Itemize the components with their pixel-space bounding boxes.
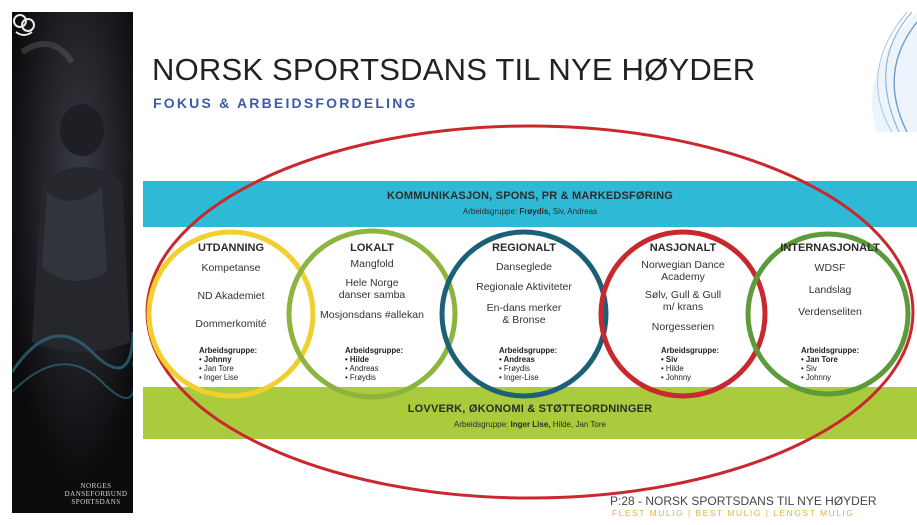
column-item: Danseglede: [495, 261, 553, 273]
group-member: Inger Lise: [199, 373, 257, 382]
page-subtitle: FOKUS & ARBEIDSFORDELING: [153, 95, 418, 111]
work-group-utdanning: Arbeidsgruppe: Johnny Jan Tore Inger Lis…: [199, 346, 257, 382]
communication-band: KOMMUNIKASJON, SPONS, PR & MARKEDSFØRING…: [143, 181, 917, 227]
work-group-internasjonalt: Arbeidsgruppe: Jan Tore Siv Johnny: [801, 346, 859, 382]
column-item: Sølv, Gull & Gull m/ krans: [644, 289, 722, 313]
column-lokalt: LOKALT Mangfold Hele Norge danser samba …: [307, 242, 437, 321]
column-nasjonalt: NASJONALT Norwegian Dance Academy Sølv, …: [618, 242, 748, 333]
logo-line-1: NORGES: [80, 482, 112, 490]
column-heading: INTERNASJONALT: [780, 242, 880, 254]
column-heading: REGIONALT: [492, 242, 556, 254]
column-item: Kompetanse: [201, 262, 261, 274]
column-item: Regionale Aktiviteter: [476, 281, 572, 293]
group-member: Siv: [661, 355, 719, 364]
column-item: Norwegian Dance Academy: [641, 259, 725, 283]
legal-economy-band: LOVVERK, ØKONOMI & STØTTEORDNINGER Arbei…: [143, 387, 917, 439]
column-heading: UTDANNING: [198, 242, 264, 254]
column-item: En-dans merker & Bronse: [486, 302, 562, 326]
group-label: Arbeidsgruppe:: [661, 346, 720, 355]
group-label: Arbeidsgruppe:: [499, 346, 558, 355]
page-footer: P:28 - NORSK SPORTSDANS TIL NYE HØYDER: [610, 494, 877, 508]
band-group: Arbeidsgruppe: Frøydis, Siv, Andreas: [143, 207, 917, 216]
ring-lokalt: [286, 228, 458, 400]
group-members: Siv, Andreas: [552, 207, 598, 216]
column-heading: NASJONALT: [649, 242, 717, 254]
group-member: Johnny: [661, 373, 719, 382]
column-item: Landslag: [808, 284, 852, 296]
logo-text: NORGES DANSEFORBUND SPORTSDANS: [58, 482, 133, 506]
tagline: FLEST MULIG | BEST MULIG | LENGST MULIG: [612, 508, 855, 518]
group-label: Arbeidsgruppe:: [801, 346, 860, 355]
group-member: Hilde: [345, 355, 403, 364]
group-member: Frøydis: [499, 364, 557, 373]
column-item: Dommerkomité: [195, 318, 267, 330]
group-label: Arbeidsgruppe:: [345, 346, 404, 355]
group-member: Jan Tore: [199, 364, 257, 373]
work-group-nasjonalt: Arbeidsgruppe: Siv Hilde Johnny: [661, 346, 719, 382]
group-member: Hilde: [661, 364, 719, 373]
group-member: Johnny: [199, 355, 257, 364]
column-heading: LOKALT: [350, 242, 394, 254]
column-item: ND Akademiet: [197, 290, 265, 302]
group-member: Andreas: [345, 364, 403, 373]
group-lead: Inger Lise,: [510, 420, 551, 429]
band-title: LOVVERK, ØKONOMI & STØTTEORDNINGER: [407, 403, 653, 415]
column-item: Mangfold: [350, 258, 394, 270]
danseforbund-logo-icon: [13, 14, 35, 36]
column-regionalt: REGIONALT Danseglede Regionale Aktivitet…: [459, 242, 589, 326]
group-label: Arbeidsgruppe:: [462, 207, 518, 216]
group-member: Siv: [801, 364, 859, 373]
column-item: Mosjonsdans #allekan: [320, 309, 424, 321]
ring-internasjonalt: [745, 231, 911, 397]
column-item: Verdenseliten: [798, 306, 862, 318]
group-member: Andreas: [499, 355, 557, 364]
page-title: NORSK SPORTSDANS TIL NYE HØYDER: [152, 52, 756, 87]
group-members: Hilde, Jan Tore: [552, 420, 606, 429]
band-title: KOMMUNIKASJON, SPONS, PR & MARKEDSFØRING: [386, 190, 674, 202]
logo-line-2: DANSEFORBUND: [64, 490, 128, 498]
ring-utdanning: [146, 229, 316, 399]
group-label: Arbeidsgruppe:: [454, 420, 509, 429]
logo-line-3: SPORTSDANS: [71, 498, 121, 506]
group-member: Johnny: [801, 373, 859, 382]
wave-decoration: [872, 12, 917, 132]
group-lead: Frøydis,: [519, 207, 551, 216]
column-internasjonalt: INTERNASJONALT WDSF Landslag Verdenselit…: [765, 242, 895, 318]
column-item: Hele Norge danser samba: [338, 277, 406, 301]
group-label: Arbeidsgruppe:: [199, 346, 258, 355]
band-group: Arbeidsgruppe: Inger Lise, Hilde, Jan To…: [143, 420, 917, 429]
dancer-photo-panel: NORGES DANSEFORBUND SPORTSDANS: [12, 12, 133, 513]
column-utdanning: UTDANNING Kompetanse ND Akademiet Dommer…: [166, 242, 296, 330]
work-group-regionalt: Arbeidsgruppe: Andreas Frøydis Inger-Lis…: [499, 346, 557, 382]
ring-nasjonalt: [598, 229, 768, 399]
group-member: Jan Tore: [801, 355, 859, 364]
ring-regionalt: [439, 229, 609, 399]
column-item: WDSF: [814, 262, 846, 274]
column-item: Norgesserien: [651, 321, 715, 333]
dancer-silhouette: [12, 12, 133, 513]
group-member: Frøydis: [345, 373, 403, 382]
group-member: Inger-Lise: [499, 373, 557, 382]
work-group-lokalt: Arbeidsgruppe: Hilde Andreas Frøydis: [345, 346, 403, 382]
